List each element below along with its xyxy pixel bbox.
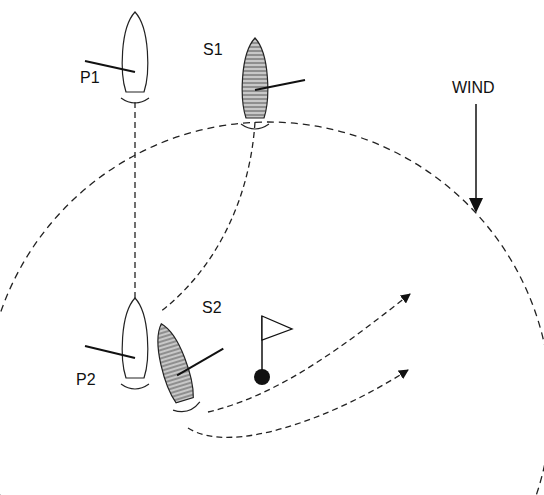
boat-label: S1: [203, 42, 223, 58]
boat-s1: [241, 38, 305, 129]
zone-circle: [0, 122, 544, 495]
wind-arrowhead: [469, 198, 483, 213]
exit-track: [208, 294, 410, 412]
exit-track: [188, 370, 408, 437]
track-s: [160, 122, 255, 312]
boat-p1: [85, 12, 149, 103]
boat-label: S2: [202, 300, 222, 316]
wind-arrow: [475, 104, 477, 200]
wind-label: WIND: [452, 80, 495, 96]
mark-buoy: [254, 369, 270, 385]
track-p: [134, 102, 135, 298]
boat-label: P2: [76, 372, 96, 388]
boat-s2: [148, 309, 238, 415]
boat-label: P1: [80, 70, 100, 86]
mark-flag: [262, 316, 292, 340]
